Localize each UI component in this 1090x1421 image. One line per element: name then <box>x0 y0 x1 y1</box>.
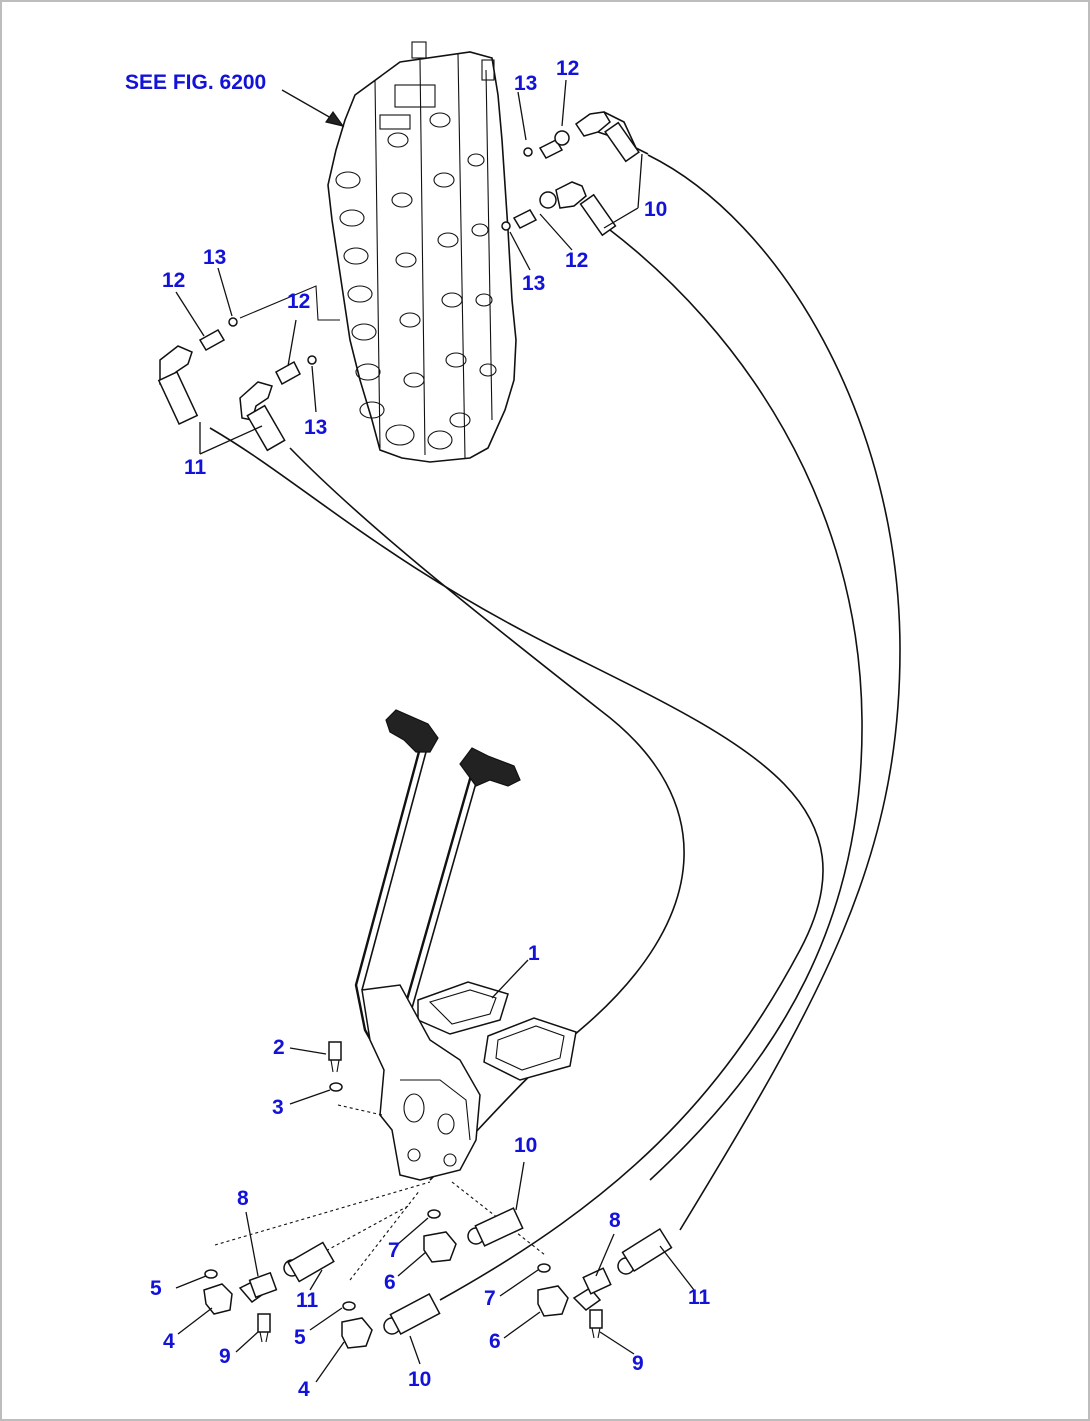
callout-3: 3 <box>272 1096 284 1119</box>
callout-12: 12 <box>287 290 310 313</box>
callout-8: 8 <box>237 1187 249 1210</box>
callout-13: 13 <box>514 72 537 95</box>
callout-9: 9 <box>219 1345 231 1368</box>
callout-5: 5 <box>150 1277 162 1300</box>
callout-5: 5 <box>294 1326 306 1349</box>
reference-arrow <box>281 89 339 123</box>
callout-10: 10 <box>408 1368 431 1391</box>
callout-13: 13 <box>522 272 545 295</box>
callout-6: 6 <box>384 1271 396 1294</box>
callout-10: 10 <box>514 1134 537 1157</box>
callout-11: 11 <box>184 456 207 479</box>
callout-8: 8 <box>609 1209 621 1232</box>
hoses <box>209 154 901 1301</box>
callout-12: 12 <box>556 57 579 80</box>
callout-13: 13 <box>304 416 327 439</box>
callout-13: 13 <box>203 246 226 269</box>
callout-7: 7 <box>388 1239 400 1262</box>
callout-2: 2 <box>273 1036 285 1059</box>
control-valve <box>327 41 517 463</box>
callout-12: 12 <box>162 269 185 292</box>
callout-4: 4 <box>163 1330 175 1353</box>
upper-right-fittings <box>501 111 649 237</box>
callout-10: 10 <box>644 198 667 221</box>
assembly-leaders <box>214 1104 546 1281</box>
callout-1: 1 <box>528 942 540 965</box>
callout-4: 4 <box>298 1378 310 1401</box>
lower-fittings <box>203 1207 673 1349</box>
callout-leaders <box>175 79 695 1383</box>
callout-11: 11 <box>688 1286 711 1309</box>
upper-left-fittings <box>157 317 317 452</box>
callout-labels: 13 12 10 12 13 13 12 12 13 11 1 2 3 10 8… <box>150 57 711 1401</box>
valve-ports <box>335 41 497 450</box>
callout-12: 12 <box>565 249 588 272</box>
callout-6: 6 <box>489 1330 501 1353</box>
callout-11: 11 <box>296 1289 319 1312</box>
callout-7: 7 <box>484 1287 496 1310</box>
reference-note: SEE FIG. 6200 <box>125 71 266 94</box>
callout-9: 9 <box>632 1352 644 1375</box>
pedal-valve-assembly <box>354 709 577 1181</box>
bolt-and-washer <box>328 1041 343 1092</box>
